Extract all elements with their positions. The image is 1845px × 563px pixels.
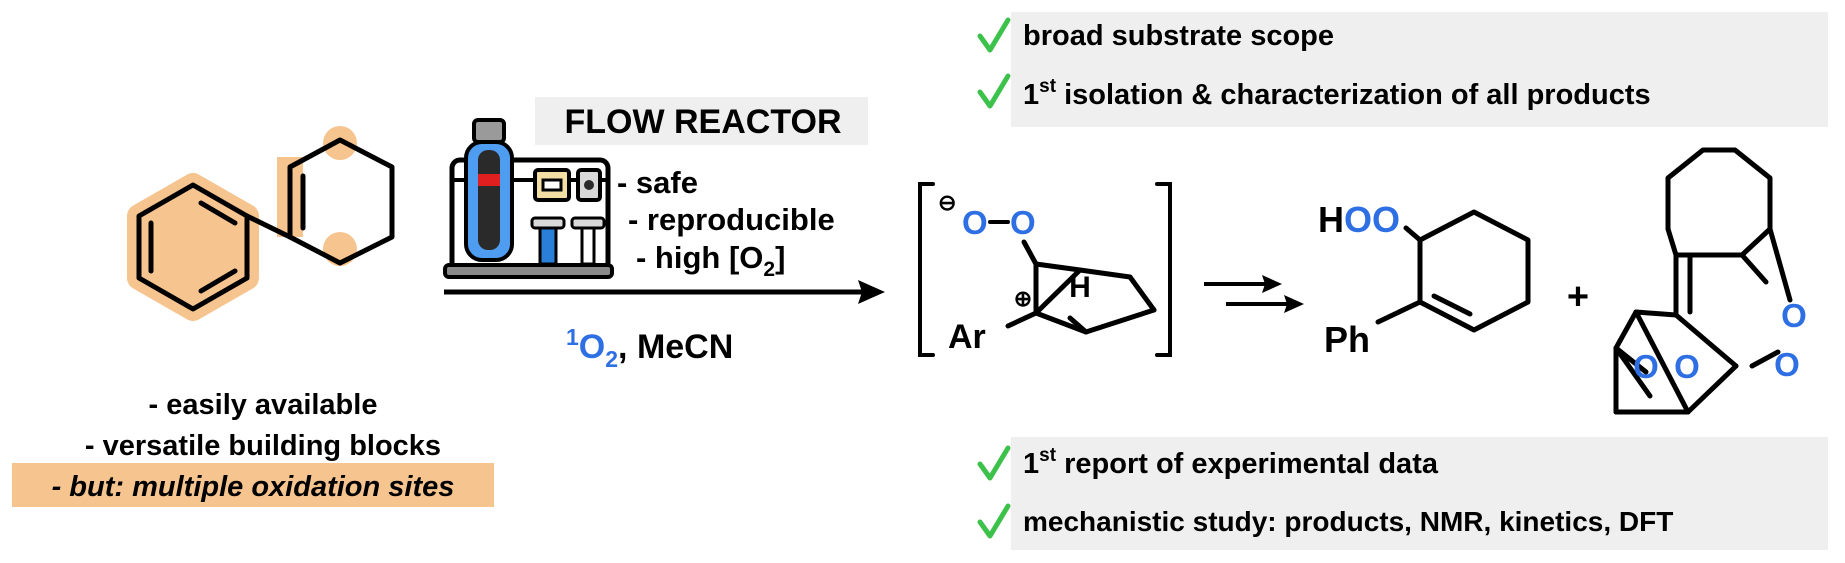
check-text-scope: broad substrate scope bbox=[1023, 20, 1334, 52]
note-building-blocks: - versatile building blocks bbox=[85, 430, 441, 462]
ph-label: Ph bbox=[1324, 319, 1370, 360]
bisperoxide-product bbox=[1613, 147, 1773, 415]
phenyl-highlight bbox=[127, 173, 259, 321]
endoperoxide-o4: O bbox=[1674, 348, 1700, 385]
check-icon bbox=[977, 17, 1011, 53]
multistep-arrow bbox=[1204, 275, 1304, 313]
bottom-panel-bg bbox=[1011, 437, 1828, 550]
plus-charge: ⊕ bbox=[1014, 286, 1032, 311]
top-check-panel: broad substrate scope 1st isolation & ch… bbox=[977, 12, 1828, 127]
check-text-mechanistic: mechanistic study: products, NMR, kineti… bbox=[1023, 506, 1673, 537]
endoperoxide-o1: O bbox=[1781, 297, 1807, 334]
hydroperoxide-label: HOO bbox=[1318, 199, 1400, 240]
substrate-notes: - easily available - versatile building … bbox=[12, 389, 494, 507]
top-panel-bg bbox=[1011, 12, 1828, 127]
reactor-title-box bbox=[535, 97, 868, 145]
conditions: 1O2, MeCN bbox=[566, 324, 733, 372]
allylic-highlight-top bbox=[323, 126, 357, 160]
peroxide-o1: O bbox=[962, 204, 988, 241]
check-icon bbox=[977, 73, 1011, 109]
ar-label: Ar bbox=[948, 318, 986, 356]
perepoxide-intermediate: ⊖ O O H ⊕ Ar bbox=[918, 182, 1172, 357]
bottom-check-panel: 1st report of experimental data mechanis… bbox=[977, 437, 1828, 550]
peroxide-o2: O bbox=[1010, 204, 1036, 241]
bullet-safe: - safe bbox=[617, 165, 698, 200]
check-icon bbox=[977, 445, 1011, 481]
singlet-oxygen: O bbox=[579, 328, 605, 366]
minus-charge: ⊖ bbox=[938, 190, 956, 215]
singlet-superscript: 1 bbox=[566, 324, 579, 350]
check-text-experimental: 1st report of experimental data bbox=[1023, 445, 1439, 480]
flow-reactor: FLOW REACTOR - safe - reproducible - hig… bbox=[443, 97, 885, 372]
endoperoxide-o3: O bbox=[1633, 348, 1659, 385]
oxidation-sites-highlight bbox=[12, 463, 494, 507]
plus-sign: + bbox=[1567, 276, 1589, 318]
bullet-high-o2: - high [O2] bbox=[636, 240, 785, 281]
starting-material bbox=[127, 126, 395, 321]
reaction-arrow-head bbox=[858, 280, 885, 304]
solvent: , MeCN bbox=[618, 328, 733, 366]
flow-reactor-icon bbox=[443, 118, 614, 279]
hydroperoxide-product: HOO Ph bbox=[1318, 199, 1531, 360]
reactor-title: FLOW REACTOR bbox=[564, 103, 841, 141]
note-available: - easily available bbox=[149, 389, 378, 421]
o2-subscript: 2 bbox=[763, 258, 775, 281]
check-text-isolation: 1st isolation & characterization of all … bbox=[1023, 76, 1651, 111]
h-label: H bbox=[1069, 271, 1091, 304]
note-oxidation-sites: - but: multiple oxidation sites bbox=[52, 471, 455, 503]
bullet-reproducible: - reproducible bbox=[628, 202, 835, 237]
check-icon bbox=[977, 503, 1011, 539]
